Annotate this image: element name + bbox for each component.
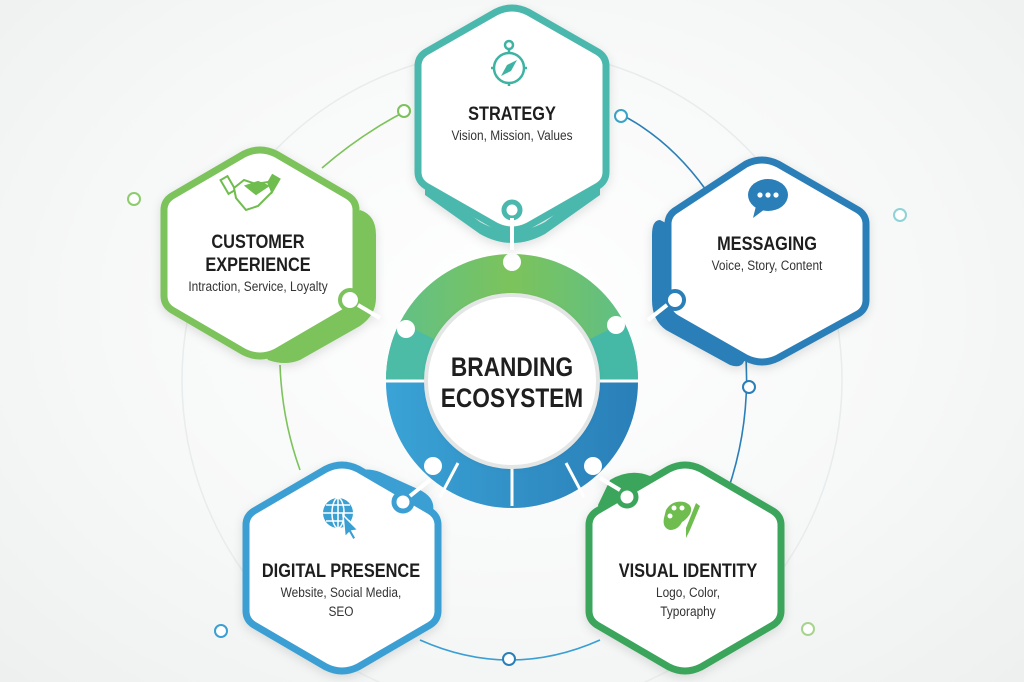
- visual-identity-title: VISUAL IDENTITY: [618, 561, 758, 582]
- customer-experience-title-line2: EXPERIENCE: [205, 255, 311, 276]
- visual-identity-subtitle-line2: Typoraphy: [660, 604, 716, 619]
- digital-presence-title: DIGITAL PRESENCE: [261, 561, 421, 582]
- node-strategy[interactable]: [414, 4, 610, 250]
- node-messaging[interactable]: [646, 156, 870, 367]
- visual-identity-label: VISUAL IDENTITY Logo, Color, Typoraphy: [588, 560, 788, 621]
- node-visual-identity[interactable]: [585, 461, 785, 675]
- digital-presence-label: DIGITAL PRESENCE Website, Social Media, …: [241, 560, 441, 621]
- strategy-title: STRATEGY: [468, 104, 556, 125]
- node-customer-experience[interactable]: [160, 146, 382, 363]
- center-title: BRANDING ECOSYSTEM: [428, 352, 596, 414]
- customer-experience-label: CUSTOMER EXPERIENCE Intraction, Service,…: [158, 231, 358, 296]
- center-title-line2: ECOSYSTEM: [440, 383, 584, 413]
- palette-brush-icon: [663, 501, 700, 538]
- messaging-subtitle: Voice, Story, Content: [711, 258, 823, 273]
- customer-experience-title-line1: CUSTOMER: [211, 232, 305, 253]
- center-ring: [385, 253, 639, 508]
- digital-presence-subtitle-line2: SEO: [328, 604, 354, 619]
- decor-dots: [127, 104, 907, 666]
- handshake-icon: [219, 173, 281, 212]
- center-title-line1: BRANDING: [450, 352, 574, 382]
- globe-cursor-icon: [323, 497, 360, 542]
- messaging-title: MESSAGING: [717, 234, 817, 255]
- strategy-subtitle: Vision, Mission, Values: [451, 128, 573, 143]
- visual-identity-subtitle-line1: Logo, Color,: [655, 585, 721, 600]
- digital-presence-subtitle-line1: Website, Social Media,: [280, 585, 402, 600]
- node-digital-presence[interactable]: [242, 461, 442, 675]
- strategy-label: STRATEGY Vision, Mission, Values: [412, 103, 612, 145]
- messaging-label: MESSAGING Voice, Story, Content: [667, 233, 867, 275]
- speech-bubble-icon: [748, 179, 788, 218]
- compass-icon: [491, 39, 527, 86]
- customer-experience-subtitle: Intraction, Service, Loyalty: [188, 279, 328, 294]
